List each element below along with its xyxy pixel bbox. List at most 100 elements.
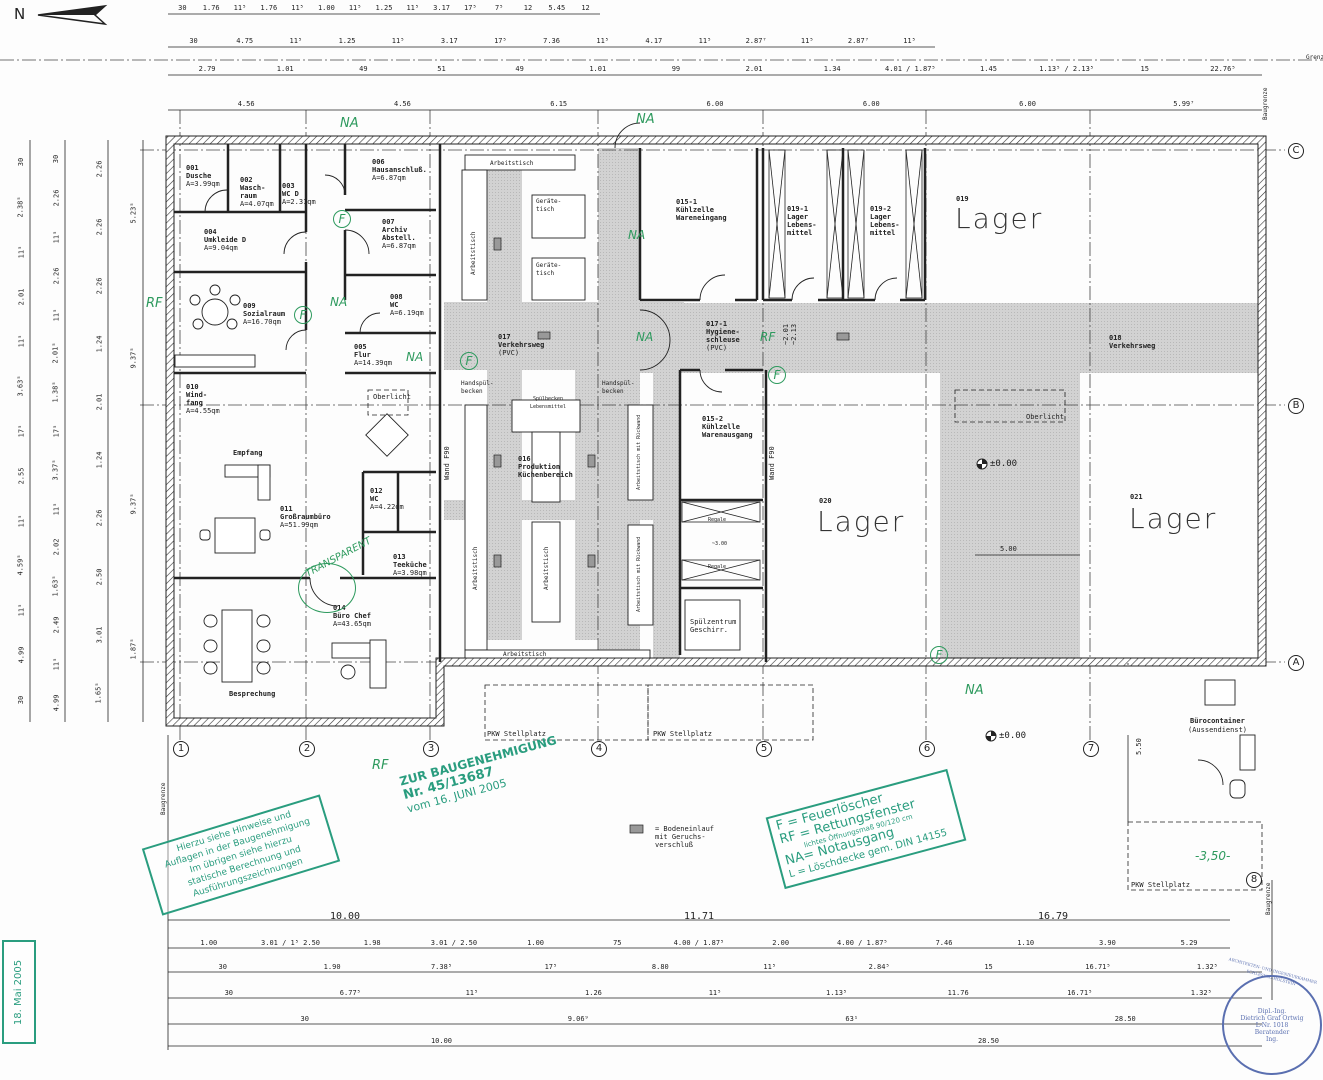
grid-axis-5: 5: [756, 741, 772, 757]
level-outside: ±0.00: [999, 731, 1027, 741]
dimension-value: 11⁵: [698, 37, 712, 45]
dimension-value: 1.87⁵: [127, 577, 141, 723]
label-arbeitstisch-rueckwand-2: Arbeitstisch mit Rückwand: [636, 536, 642, 612]
dimension-value: 1.00: [317, 4, 335, 12]
dimension-value: 5.45: [548, 4, 566, 12]
engineer-seal: ARCHITEKTEN- UND INGENIEURKAMMER SCHLESW…: [1222, 956, 1322, 1075]
dimension-value-text: 11⁵: [17, 245, 25, 259]
dimension-value: 7⁵: [494, 4, 504, 12]
label-spuelbecken: Spülbecken Lebensmittel: [529, 396, 567, 410]
dimension-value: 1.45: [980, 65, 997, 73]
dimension-value: 1.00: [527, 939, 545, 947]
door-swings: [204, 122, 1224, 786]
dimension-value: 11.76: [947, 989, 969, 997]
dimension-value: 3.17: [440, 37, 458, 45]
handwritten-rf-3: RF: [760, 330, 776, 344]
dimension-value: 2.26: [92, 489, 106, 547]
dimension-value: 12: [581, 4, 590, 12]
dimension-value-text: 17⁵: [17, 424, 25, 438]
dimension-value: 30: [218, 963, 227, 971]
dimension-value-text: 2.50: [95, 568, 104, 585]
dimension-value: 2.50: [92, 547, 106, 605]
dimension-value: 11⁵: [49, 295, 63, 334]
dimension-value: 9.37⁵: [127, 431, 141, 577]
level-hall: ±0.00: [990, 459, 1018, 469]
dimension-value: 6.77⁵: [339, 989, 361, 997]
dimension-value: 2.01: [92, 373, 106, 431]
dimension-value: 11⁵: [14, 588, 28, 633]
dimension-value: 3.90: [1098, 939, 1116, 947]
dimension-value: 30: [178, 4, 187, 12]
dimension-value-text: 1.24: [95, 451, 104, 469]
dimension-value: 2.55: [14, 453, 28, 498]
dimension-value: 1.98: [363, 939, 381, 947]
grid-axis-A: A: [1288, 655, 1304, 671]
dimension-value-text: 4.99: [52, 694, 61, 711]
label-regale-1: Regale: [708, 517, 727, 523]
label-oberlicht-office: Oberlicht: [373, 393, 411, 401]
grid-axis-7: 7: [1083, 741, 1099, 757]
dimension-value-text: 2.26: [95, 509, 104, 527]
dimension-value: 9.37⁵: [127, 286, 141, 432]
dimension-value: 11⁵: [291, 4, 304, 12]
dimension-value: 30: [14, 677, 28, 722]
dimension-value-text: 3.01: [95, 626, 104, 644]
dimension-value-text: 2.26: [95, 160, 104, 178]
dimension-value-text: 2.01: [95, 393, 104, 411]
dimension-value: 99: [671, 65, 681, 73]
fire-extinguisher-mark-5: F: [930, 646, 948, 664]
dimension-value-text: 3.37⁵: [52, 459, 61, 481]
dimension-value: 9.06⁹: [567, 1015, 589, 1023]
dimension-value: 30: [224, 989, 233, 997]
dimension-value: 2.26: [49, 256, 63, 295]
grid-axis-3: 3: [423, 741, 439, 757]
label-geraetetisch-2: Geräte-tisch: [536, 262, 562, 277]
dimension-value-text: 2.01⁵: [52, 342, 61, 364]
dimension-value: 17⁵: [544, 963, 558, 971]
label-arbeitstisch-rueckwand-1: Arbeitstisch mit Rückwand: [636, 414, 642, 490]
label-aussendienst: (Aussendienst): [1188, 726, 1248, 734]
dimension-value-text: 2.01: [17, 288, 26, 306]
dimension-value: 17⁵: [49, 412, 63, 451]
grid-axis-6: 6: [919, 741, 935, 757]
dimension-value: 2.26: [49, 179, 63, 218]
dimension-value: 6.15: [550, 100, 568, 108]
dimension-value: 30: [49, 140, 63, 179]
dimension-value: 16.71⁵: [1067, 989, 1093, 997]
grid-axis-8: 8: [1246, 872, 1262, 888]
legend-floor-drain: = Bodeneinlauf mit Geruchs-verschluß: [655, 825, 715, 849]
dimension-value: 1.10: [1017, 939, 1035, 947]
dimension-value: 11⁵: [708, 989, 722, 997]
dashed-outlines: [367, 389, 1263, 891]
dimension-value: 5.29: [1180, 939, 1198, 947]
grid-axis-B: B: [1288, 398, 1304, 414]
handwritten-na-3: NA: [628, 228, 646, 242]
dimension-value: 4.01 / 1.87⁵: [885, 65, 936, 73]
dimension-value-text: 17⁵: [52, 424, 60, 438]
dimension-value: 12: [523, 4, 533, 12]
dimension-value: 10.00: [430, 1037, 453, 1045]
label-spuelzentrum: Spülzentrum Geschirr.: [690, 618, 737, 634]
dimension-value: 11⁵: [348, 4, 362, 12]
north-arrow-icon: [37, 4, 108, 26]
dimension-value: 5.23⁵: [127, 140, 141, 286]
dimension-value-text: 9.37⁵: [130, 493, 139, 515]
dimension-value: 1.25: [375, 4, 393, 12]
label-handspuelbecken-2: Handspül-becken: [602, 380, 635, 395]
dimension-value: 11⁵: [289, 37, 303, 45]
dimension-value: 11⁵: [465, 989, 479, 997]
label-geraetetisch-1: Geräte-tisch: [536, 198, 562, 213]
dimension-value: 1.76: [202, 4, 220, 12]
handwritten-na-2: NA: [636, 112, 655, 127]
dimension-value: 1.01: [589, 65, 607, 73]
dimension-value-text: 11⁵: [52, 308, 60, 321]
dimension-value-text: 1.63⁵: [52, 575, 61, 597]
